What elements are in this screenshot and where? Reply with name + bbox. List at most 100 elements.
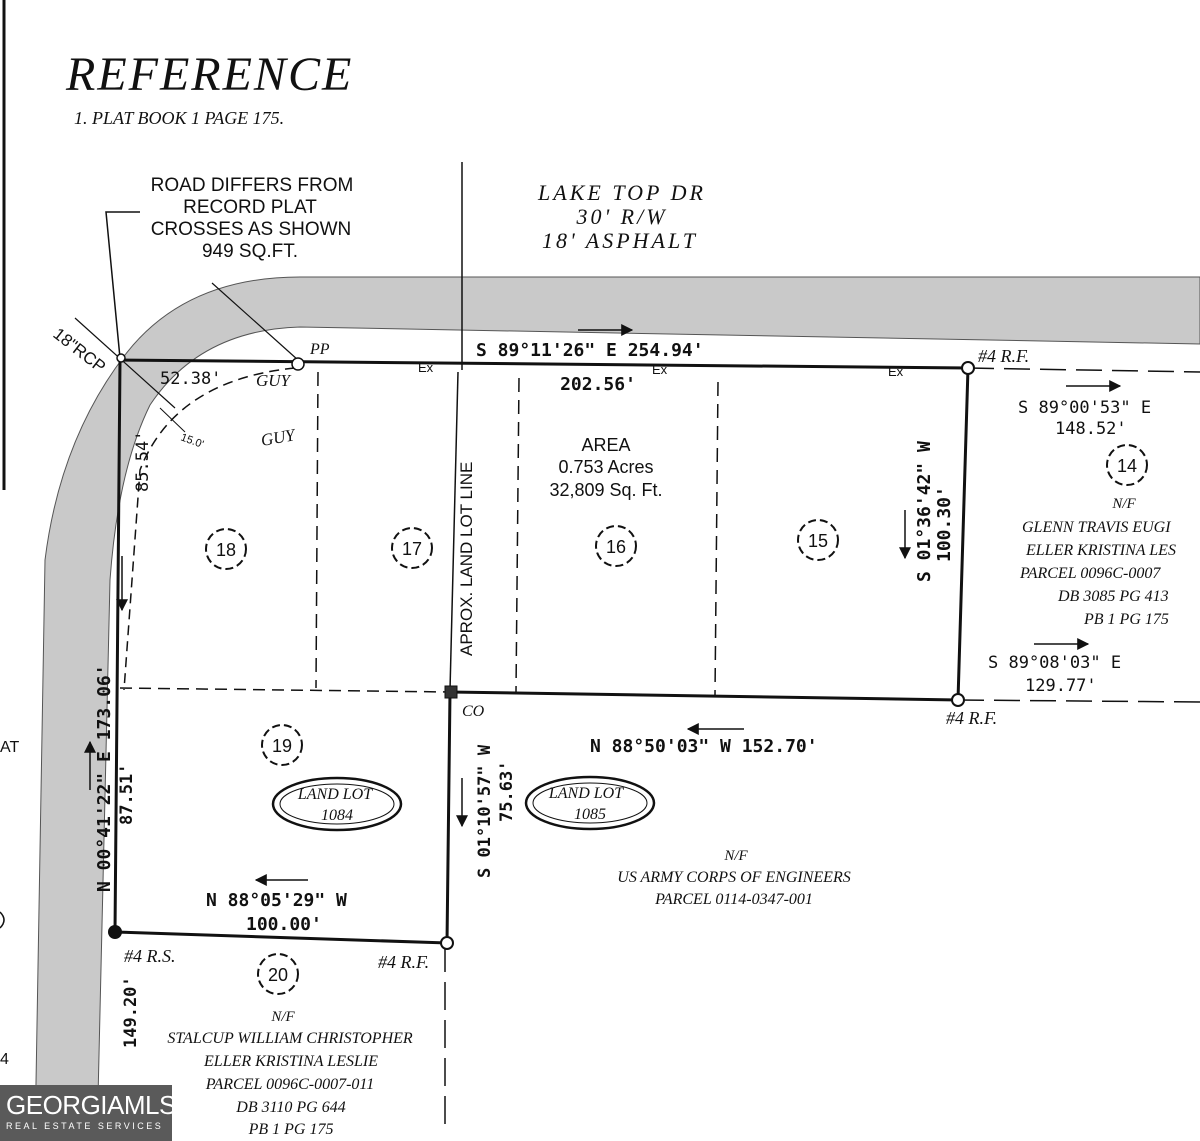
ex-label-2: Ex — [652, 362, 668, 377]
owner-lot14-line-6: PB 1 PG 175 — [1083, 611, 1169, 628]
rebar-se-label: #4 R.F. — [946, 708, 997, 728]
georgia-mls-logo: GEORGIAMLS REAL ESTATE SERVICES — [0, 1085, 176, 1141]
rebar-found-se — [951, 693, 965, 707]
owner-lot20-line-1: N/F — [270, 1009, 295, 1025]
land-lot-1084: LAND LOT 1084 — [271, 776, 403, 832]
center-line-distance: 75.63' — [497, 761, 517, 822]
owner-lot14: N/F GLENN TRAVIS EUGI ELLER KRISTINA LES… — [1019, 496, 1176, 628]
lot-19-number: 19 — [272, 736, 292, 756]
land-lot-line-label: APROX. LAND LOT LINE — [457, 462, 476, 656]
east-line-bearing: S 01°36'42" W — [914, 441, 935, 582]
land-lot-1084-number: 1084 — [321, 807, 353, 824]
west-lower-bearing: N 00°41'22" E 173.06' — [94, 664, 115, 892]
power-pole-label: PP — [309, 341, 330, 358]
north-line-bearing: S 89°11'26" E 254.94' — [476, 340, 704, 361]
guy-wire-line — [211, 282, 299, 361]
radius-leader — [159, 407, 186, 433]
lot14-bearing: S 89°00'53" E — [1018, 398, 1151, 418]
lot-20-number: 20 — [268, 965, 288, 985]
guy-label: GUY — [256, 371, 292, 390]
road-name: LAKE TOP DR — [537, 180, 706, 205]
owner-lot20-line-2: STALCUP WILLIAM CHRISTOPHER — [167, 1030, 413, 1047]
road-surface: 18' ASPHALT — [542, 228, 698, 253]
lot-15-number: 15 — [808, 531, 828, 551]
logo-brand-text: GEORGIAMLS — [6, 1090, 176, 1120]
owner-lot20-line-4: PARCEL 0096C-0007-011 — [205, 1076, 374, 1093]
lot-20: 20 — [257, 953, 299, 995]
owner-lot14-line-2: GLENN TRAVIS EUGI — [1022, 519, 1171, 536]
owner-lot14-line-1: N/F — [1111, 496, 1136, 512]
guy-label-2: GUY — [259, 425, 297, 450]
owner-lot20-line-6: PB 1 PG 175 — [248, 1121, 334, 1138]
edge-fragment-curve — [0, 911, 5, 929]
road-note-line-2: RECORD PLAT — [183, 197, 317, 218]
lot-18: 18 — [205, 528, 247, 570]
lot-16-number: 16 — [606, 537, 626, 557]
south-lower-bearing: N 88°05'29" W — [206, 890, 347, 911]
road-rw: 30' R/W — [575, 204, 667, 229]
lot-15: 15 — [797, 519, 839, 561]
lot14-north-line — [967, 367, 1200, 373]
edge-fragment-at: AT — [0, 739, 19, 756]
east-line-distance: 100.30' — [934, 486, 955, 562]
area-sqft: 32,809 Sq. Ft. — [549, 480, 662, 500]
lot-line-18-17 — [315, 371, 319, 689]
owner-lot14-line-5: DB 3085 PG 413 — [1057, 588, 1169, 605]
west-upper-distance: 85.54' — [133, 431, 153, 492]
rebar-set-sw — [108, 925, 122, 939]
lot-17: 17 — [391, 527, 433, 569]
area-acres: 0.753 Acres — [558, 457, 653, 477]
owner-lot20-line-5: DB 3110 PG 644 — [235, 1099, 345, 1116]
lot-14: 14 — [1106, 444, 1148, 486]
power-pole-marker — [291, 357, 305, 371]
owner-lot14-line-3: ELLER KRISTINA LES — [1025, 542, 1176, 559]
rebar-found-s — [440, 936, 454, 950]
reference-title: REFERENCE — [65, 48, 353, 101]
road-note-leader — [105, 211, 140, 359]
owner-corps-line-3: PARCEL 0114-0347-001 — [654, 891, 813, 908]
road-note-line-1: ROAD DIFFERS FROM — [151, 175, 354, 196]
owner-corps-line-2: US ARMY CORPS OF ENGINEERS — [617, 869, 850, 886]
lot-line-16-15 — [714, 381, 719, 696]
lot14-distance: 148.52' — [1055, 419, 1127, 439]
land-lot-line — [449, 371, 459, 691]
land-lot-1085-label: LAND LOT — [548, 785, 624, 802]
south-lower-distance: 100.00' — [246, 914, 322, 935]
lot-16: 16 — [595, 525, 637, 567]
radius-label: 15.0' — [179, 432, 205, 451]
lot-18-number: 18 — [216, 540, 236, 560]
lot14-south-line — [957, 699, 1200, 703]
north-line-sub-distance: 202.56' — [560, 374, 636, 395]
reference-item: 1. PLAT BOOK 1 PAGE 175. — [74, 108, 284, 128]
lot-line-17-16 — [515, 377, 520, 693]
owner-corps-line-1: N/F — [723, 848, 748, 864]
road-note-line-3: CROSSES AS SHOWN — [151, 219, 352, 240]
radius-curve-dashed — [123, 367, 296, 691]
owner-lot20: N/F STALCUP WILLIAM CHRISTOPHER ELLER KR… — [167, 1009, 413, 1138]
owner-lot20-line-3: ELLER KRISTINA LESLIE — [203, 1053, 378, 1070]
owner-lot14-line-4: PARCEL 0096C-0007 — [1019, 565, 1161, 582]
lot20-west-distance: 149.20' — [121, 976, 141, 1048]
corner-marker-nw — [116, 353, 126, 363]
cleanout-marker — [444, 685, 458, 699]
lot14-south-bearing: S 89°08'03" E — [988, 653, 1121, 673]
owner-corps: N/F US ARMY CORPS OF ENGINEERS PARCEL 01… — [617, 848, 850, 908]
road-note-line-4: 949 SQ.FT. — [202, 241, 298, 262]
ex-label-3: Ex — [888, 364, 904, 379]
parcel-boundary — [113, 358, 970, 945]
lot14-south-distance: 129.77' — [1025, 676, 1097, 696]
pipe-line — [74, 317, 176, 409]
ex-label-1: Ex — [418, 360, 434, 375]
lot-line-18-19 — [119, 687, 451, 693]
rebar-ne-label: #4 R.F. — [978, 346, 1029, 366]
lot-14-number: 14 — [1117, 456, 1137, 476]
lot-19: 19 — [261, 724, 303, 766]
center-line-bearing: S 01°10'57" W — [475, 744, 495, 878]
edge-fragment-4: 4 — [0, 1051, 9, 1068]
lot-17-number: 17 — [402, 539, 422, 559]
cleanout-label: CO — [462, 703, 485, 720]
rebar-found-ne — [961, 361, 975, 375]
land-lot-1085: LAND LOT 1085 — [524, 775, 656, 831]
corner-arc-distance: 52.38' — [160, 369, 221, 389]
